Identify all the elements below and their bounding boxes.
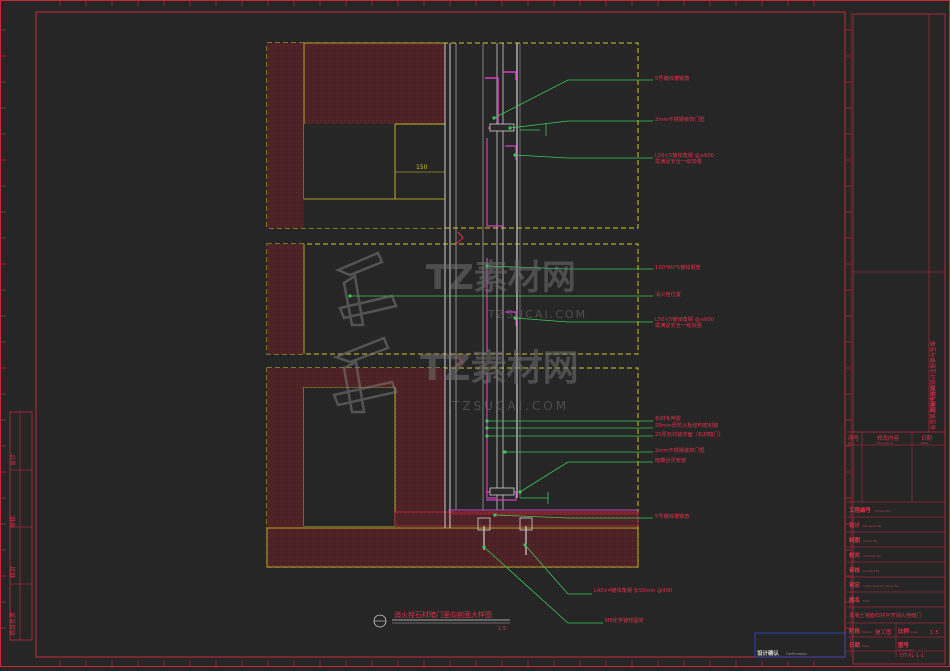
stage-en: Status xyxy=(862,630,872,634)
scale-en: Scale xyxy=(910,630,918,634)
drawing-scale: 1:5 xyxy=(498,626,506,632)
titleblock-row-label: 图名 xyxy=(849,596,860,604)
callout-label: L50×5镀锌角钢 @≤600 xyxy=(655,151,714,159)
callout-label: L50×5镀锌角钢 @≤600 xyxy=(655,315,714,323)
leader-arrow xyxy=(349,295,351,297)
callout-label: 5号镀锌槽钢角 xyxy=(655,74,689,82)
stage-label: 阶段 xyxy=(849,627,861,635)
titleblock-row-label-en: Title xyxy=(862,599,870,603)
titleblock-row-label-en: Authorized For Issue By xyxy=(863,584,899,588)
callout-label: 2mm不锈钢装饰门框 xyxy=(655,115,705,123)
callout-label: 5号镀锌槽钢角 xyxy=(655,512,689,520)
left-strip-label: 设计 xyxy=(9,454,17,466)
leader-arrow xyxy=(504,451,506,453)
date-en: Date xyxy=(862,644,869,648)
leader-arrow xyxy=(486,435,488,437)
callout-label: 20mm厚防火板结构密封胶 xyxy=(655,421,718,429)
watermark-sub: TZSUCAI.COM xyxy=(487,308,587,321)
leader-arrow xyxy=(519,491,521,493)
titleblock-row-label: 审定 xyxy=(849,581,861,589)
rev-header-en: No. xyxy=(848,441,853,445)
callout-label: L40×4镀锌角钢 长50mm @400 xyxy=(594,586,672,594)
watermark-sub: TZSUCAI.COM xyxy=(451,399,569,413)
titleblock-row-label-en: Audited By xyxy=(863,569,880,573)
titleblock-row-label-en: Project No. xyxy=(875,509,891,513)
drawing-title-block: 混凝土墙面石材平开消火栓暗门 xyxy=(849,611,922,619)
rev-header-en: Description xyxy=(877,441,894,445)
stage-value: 施工图 xyxy=(875,628,892,636)
leader-arrow xyxy=(493,117,495,119)
scale-value: 1:5 xyxy=(930,630,939,636)
callout-label: 石材专用胶 xyxy=(655,414,681,422)
left-strip-label: 审核 xyxy=(9,516,17,528)
callout-label: 暗藏合页安装 xyxy=(655,456,686,464)
titleblock-row-label: 工程编号 xyxy=(849,506,872,514)
leader-arrow xyxy=(486,420,488,422)
rev-header-en: Date xyxy=(921,441,928,445)
callout-label: 需满足安全一级加强 xyxy=(655,321,702,329)
leader-arrow xyxy=(494,514,496,516)
titleblock-row-label: 制图 xyxy=(849,536,861,544)
confirm-label: 设计确认 xyxy=(757,649,780,657)
callout-label: 消火栓位置 xyxy=(655,290,681,298)
left-strip-label: 校对 xyxy=(9,566,17,578)
callout-label: 20厚石材装饰面（石材暗门） xyxy=(655,430,724,438)
leader-arrow xyxy=(524,544,526,546)
scale-label: 比例 xyxy=(898,627,910,635)
drawing-no-label: 图号 xyxy=(898,641,910,649)
titleblock-row-label-en: Drawn By xyxy=(863,539,878,543)
drawing-no-en: Drawing No. xyxy=(898,648,914,652)
confirm-en: Confirmation xyxy=(786,652,807,656)
watermark-text: TZ素材网 xyxy=(420,348,579,389)
left-strip-label: 项目负责 xyxy=(9,612,17,636)
leader-arrow xyxy=(486,427,488,429)
titleblock-row-label-en: Designed By xyxy=(863,524,882,528)
callout-label: 需满足安全一级加强 xyxy=(655,157,702,165)
leader-arrow xyxy=(514,154,516,156)
callout-label: M8化学锚栓固定 xyxy=(605,616,644,624)
vertical-title: 会签章及用户签名 xyxy=(929,386,937,430)
vertical-title: 设计注册章与签章 xyxy=(929,340,937,385)
callout-label: 2mm不锈钢装饰门框 xyxy=(655,446,705,454)
dimension-label: 150 xyxy=(416,164,428,171)
titleblock-row-label: 设计 xyxy=(849,521,861,529)
titleblock-row-label: 校对 xyxy=(849,551,861,559)
titleblock-row-label-en: Checked By xyxy=(863,554,881,558)
callout-label: 100*60*5镀锌钢管 xyxy=(655,263,701,271)
leader-arrow xyxy=(509,127,511,129)
date-label: 日期 xyxy=(849,641,861,649)
watermark-text: TZ素材网 xyxy=(426,258,576,298)
titleblock-row-label: 审核 xyxy=(849,566,861,574)
drawing-no-value: DT-XL-1-1 xyxy=(900,653,924,659)
leader-arrow xyxy=(483,546,485,548)
drawing-title-text: 消火栓石材暗门竖向剖面大样图 xyxy=(394,610,492,619)
